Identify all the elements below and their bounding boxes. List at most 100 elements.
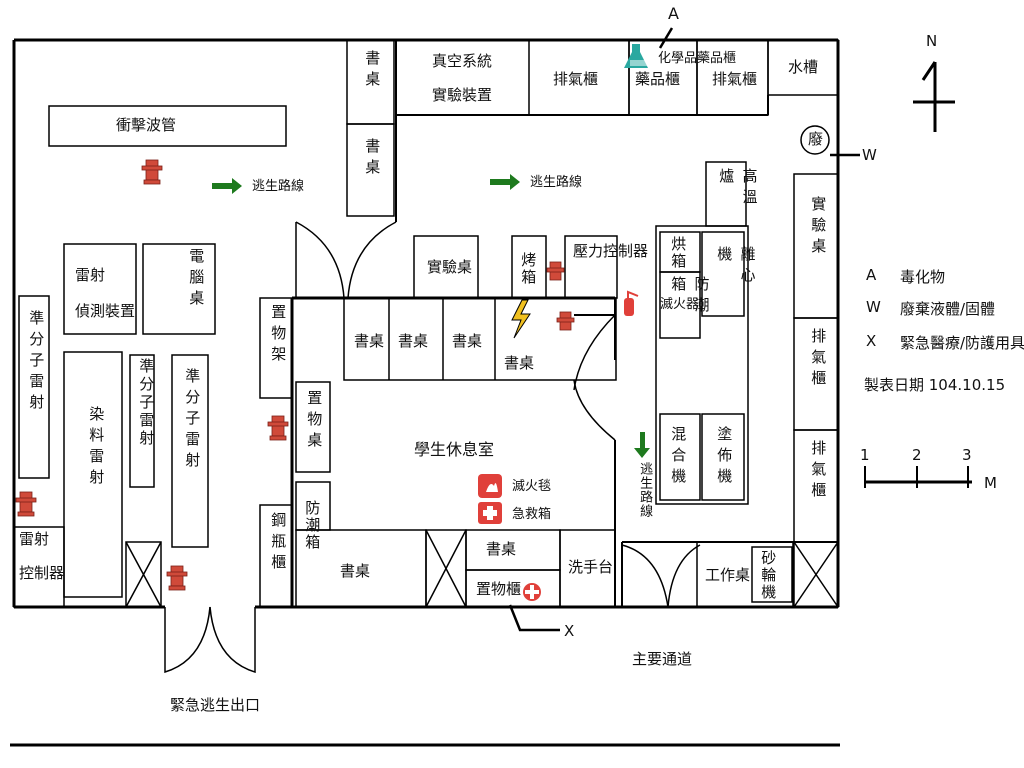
compass-label: N — [926, 32, 938, 50]
scale-unit: M — [984, 474, 997, 492]
dye-laser-box — [63, 351, 123, 598]
desk-label: 書桌 — [486, 540, 517, 558]
storage-table-label: 置物桌 — [305, 390, 324, 453]
gas-cylinder-box — [259, 504, 293, 608]
excimer-laser-box — [171, 354, 209, 548]
scale-tick-1: 1 — [860, 446, 870, 464]
experiment-table-label: 實驗桌 — [809, 196, 828, 259]
coater-box — [701, 413, 745, 501]
experiment-table-label: 實驗桌 — [427, 258, 473, 276]
excimer-laser-box — [129, 354, 155, 488]
waste-label: 廢 — [808, 130, 824, 148]
chemical-pointer — [658, 27, 674, 49]
desk-label: 書桌 — [363, 50, 382, 92]
fire-hydrant-icon — [141, 159, 163, 185]
desk-label: 書桌 — [452, 332, 483, 350]
excimer-laser-label: 準分子雷射 — [137, 358, 156, 448]
vacuum-system-label: 真空系統 — [432, 52, 493, 70]
baking-box-label: 烤箱 — [519, 252, 538, 286]
shock-tube-box — [48, 105, 287, 147]
exhaust-cabinet-label: 排氣櫃 — [809, 440, 828, 503]
laser-measure-box — [63, 243, 137, 335]
equipment-area — [655, 225, 749, 505]
moisture-cabinet-label: 防潮箱 — [669, 276, 711, 318]
marker-A: A — [668, 4, 679, 23]
pillar-cross — [793, 541, 839, 608]
door-arc — [347, 221, 397, 299]
pillar-cross — [125, 541, 162, 608]
exhaust-cabinet-label: 排氣櫃 — [553, 70, 599, 88]
legend-text-W: 廢棄液體/固體 — [900, 300, 996, 318]
electric-hazard-icon — [511, 299, 531, 339]
legend-key-X: X — [866, 332, 877, 350]
chemical-cabinet-note: 化學品藥品櫃 — [658, 51, 737, 66]
door-arc — [573, 379, 616, 441]
water-tank-label: 水槽 — [788, 58, 819, 76]
exit-door-arc — [164, 606, 211, 674]
sink-box — [559, 529, 616, 608]
storage-cabinet-label: 置物櫃 — [476, 580, 522, 598]
marker-X: X — [564, 622, 575, 640]
first-aid-label: 急救箱 — [512, 507, 552, 522]
fire-hydrant-icon — [267, 415, 289, 441]
scale-tick-3: 3 — [962, 446, 972, 464]
door-arc — [573, 314, 616, 391]
desk-row — [343, 297, 617, 381]
coater-label: 塗佈機 — [715, 426, 734, 489]
escape-arrow-icon — [490, 174, 520, 190]
workbench-box — [696, 541, 794, 608]
laser-controller-label: 控制器 — [19, 564, 65, 582]
desk-label: 書桌 — [504, 354, 535, 372]
door-arc — [621, 544, 669, 608]
escape-route-label: 逃生路線 — [637, 462, 653, 518]
mixer-box — [659, 413, 701, 501]
excimer-laser-label: 準分子雷射 — [27, 310, 46, 415]
chemical-cabinet-room-label: 藥品櫃 — [635, 70, 681, 88]
waste-circle — [800, 125, 830, 155]
storage-table-box — [295, 381, 331, 473]
fire-blanket-icon — [478, 474, 502, 498]
door-arc — [667, 544, 701, 608]
legend-key-W: W — [866, 298, 881, 316]
storage-rack-label: 置物架 — [269, 304, 288, 367]
main-corridor-label: 主要通道 — [632, 650, 693, 668]
laser-controller-label: 雷射 — [19, 530, 50, 548]
workbench-label: 工作桌 — [705, 566, 751, 584]
legend-date: 製表日期 104.10.15 — [864, 376, 1006, 394]
escape-arrow-icon — [212, 178, 242, 194]
pillar — [125, 541, 162, 608]
fire-hydrant-icon — [546, 261, 565, 281]
pillar-cross — [425, 529, 467, 608]
laser-controller-box — [13, 526, 65, 608]
desk-label: 書桌 — [354, 332, 385, 350]
exhaust-cabinet-label: 排氣櫃 — [809, 328, 828, 391]
sink-label: 洗手台 — [568, 558, 614, 576]
vacuum-device-label: 實驗裝置 — [432, 86, 493, 104]
scale-tick-2: 2 — [912, 446, 922, 464]
storage-rack-box — [259, 297, 293, 399]
desk-label: 書桌 — [398, 332, 429, 350]
excimer-laser-box — [18, 295, 50, 479]
desk-label: 書桌 — [363, 138, 382, 180]
excimer-laser-label: 準分子雷射 — [183, 368, 202, 473]
desk-box — [346, 123, 395, 217]
computer-desk-label: 電腦桌 — [187, 248, 206, 311]
pillar — [793, 541, 839, 608]
exit-door-arc — [209, 606, 256, 674]
moisture-cabinet-label: 防潮箱 — [303, 500, 322, 551]
fire-hydrant-icon — [556, 311, 575, 331]
fire-blanket-label: 滅火毯 — [512, 479, 552, 494]
first-aid-kit-icon — [478, 502, 502, 524]
laser-measure-label: 雷射 — [75, 266, 106, 284]
centrifuge-box — [701, 231, 745, 317]
shock-tube-label: 衝擊波管 — [116, 116, 177, 134]
mixer-label: 混合機 — [669, 426, 688, 489]
fire-hydrant-icon — [166, 565, 188, 591]
extinguisher-label: 滅火器 — [660, 297, 700, 312]
escape-route-label: 逃生路線 — [252, 179, 305, 194]
computer-desk-box — [142, 243, 216, 335]
legend-key-A: A — [866, 266, 877, 284]
high-temp-furnace-label: 高溫爐 — [717, 168, 759, 210]
centrifuge-label: 離心機 — [715, 246, 757, 288]
